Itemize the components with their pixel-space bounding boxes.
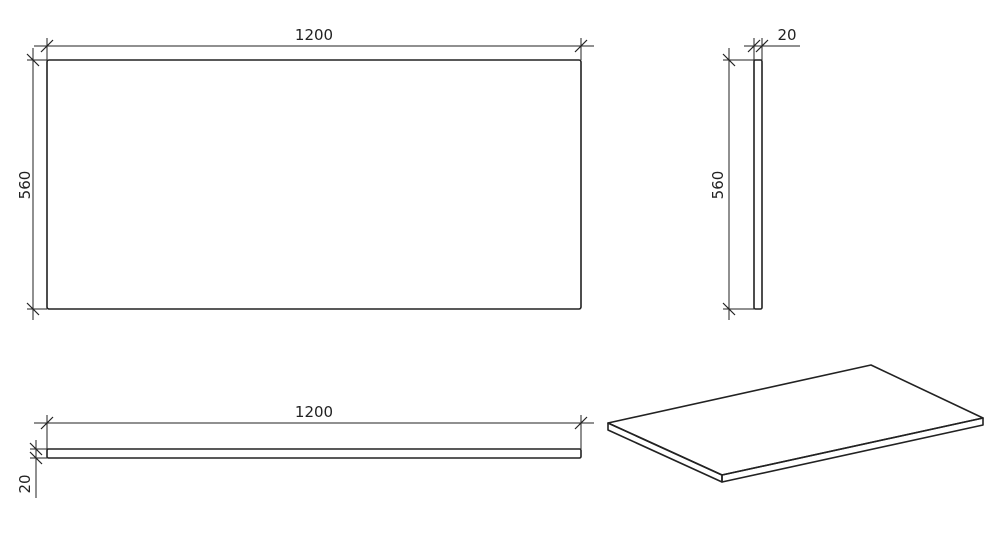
top-view-outline bbox=[46, 448, 582, 459]
front-view: 1200 560 bbox=[16, 26, 594, 320]
front-width-dimension: 1200 bbox=[34, 26, 594, 60]
side-thickness-label: 20 bbox=[777, 26, 796, 44]
side-height-label: 560 bbox=[709, 171, 727, 200]
isometric-view bbox=[607, 364, 984, 483]
iso-right-face bbox=[721, 417, 984, 483]
front-view-outline bbox=[46, 59, 582, 310]
front-height-label: 560 bbox=[16, 171, 34, 200]
top-width-label: 1200 bbox=[295, 403, 333, 421]
front-width-label: 1200 bbox=[295, 26, 333, 44]
top-thickness-dimension: 20 bbox=[16, 440, 47, 498]
top-width-dimension: 1200 bbox=[34, 403, 594, 449]
top-view: 1200 20 bbox=[16, 403, 594, 498]
iso-front-face bbox=[607, 422, 723, 483]
side-height-dimension: 560 bbox=[709, 48, 754, 320]
side-view: 20 560 bbox=[709, 26, 800, 320]
side-thickness-dimension: 20 bbox=[744, 26, 800, 60]
top-thickness-label: 20 bbox=[16, 474, 34, 493]
front-height-dimension: 560 bbox=[16, 48, 47, 320]
side-view-outline bbox=[753, 59, 763, 310]
